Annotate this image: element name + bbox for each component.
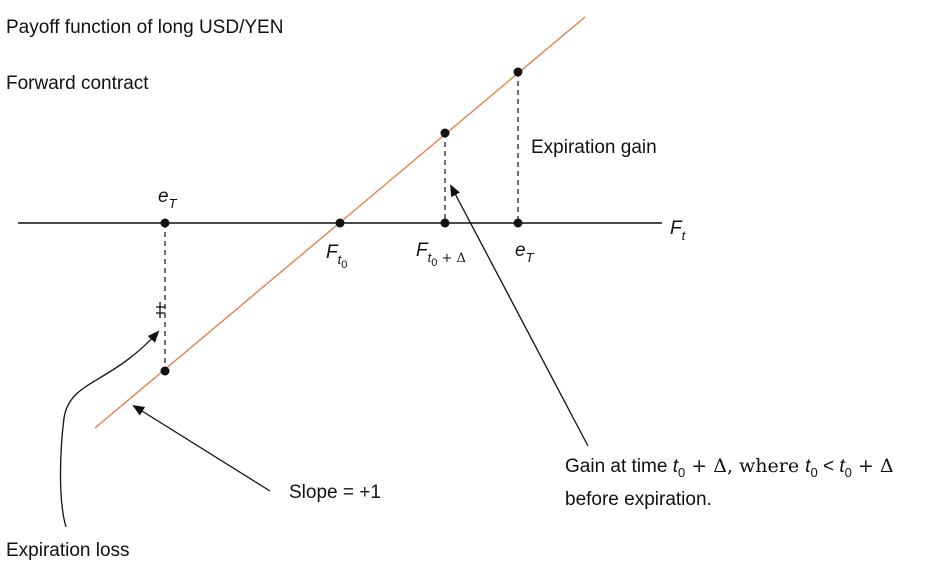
label-f-t0-delta: Ft0 + Δ	[416, 240, 466, 269]
label-f-t0: Ft0	[326, 242, 347, 271]
gain-delta-label-line1: Gain at time t0 + Δ, where t0 < t0 + Δ	[565, 455, 894, 480]
point-expiration-gain-on-line	[513, 67, 523, 77]
gain-delta-arrow	[450, 184, 589, 447]
point-f-t0-delta	[440, 218, 450, 228]
expiration-loss-label: Expiration loss	[6, 540, 130, 561]
expiration-loss-arrow	[59, 330, 160, 528]
slope-label: Slope = +1	[289, 482, 381, 503]
axis-label: Ft	[670, 218, 687, 243]
slope-arrow	[132, 404, 271, 492]
point-f-t0	[335, 218, 345, 228]
expiration-gain-label: Expiration gain	[531, 137, 657, 158]
diagram-title: Payoff function of long USD/YEN	[6, 17, 283, 38]
point-e-t-right	[513, 218, 523, 228]
label-e-t-left: eT	[158, 186, 178, 211]
point-e-t-left	[160, 218, 170, 228]
diagram-subtitle: Forward contract	[6, 73, 149, 94]
point-loss-on-line	[160, 366, 170, 376]
gain-delta-label-line2: before expiration.	[565, 489, 712, 510]
label-e-t-right: eT	[515, 240, 535, 265]
point-gain-delta-on-line	[440, 128, 450, 138]
